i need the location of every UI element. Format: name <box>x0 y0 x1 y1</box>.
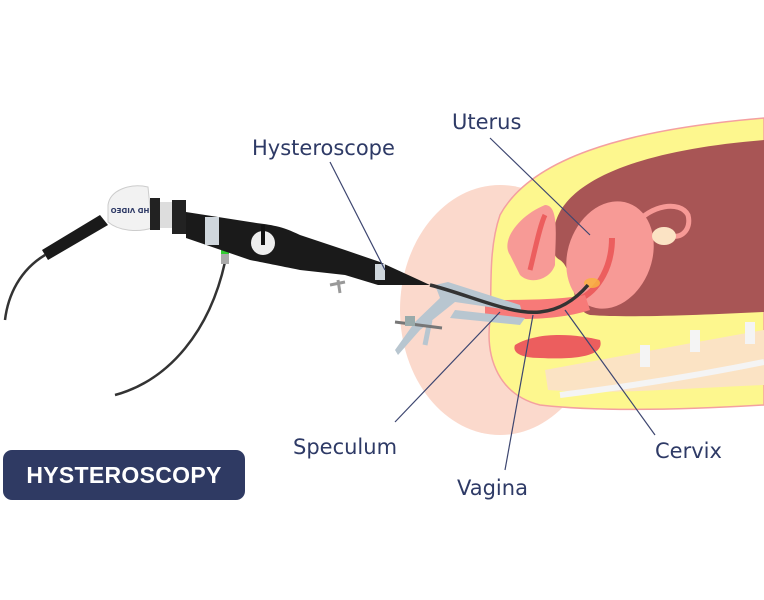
vertebra <box>745 322 755 344</box>
scope-shaft <box>429 283 590 315</box>
hysteroscope <box>186 212 430 285</box>
camera-label: HD VIDEO <box>111 206 150 214</box>
fallopian-tube <box>633 203 692 239</box>
rectum <box>514 335 601 359</box>
vertebra <box>640 345 650 367</box>
label-vagina: Vagina <box>457 476 528 500</box>
vertebra <box>690 330 700 352</box>
speculum-instrument <box>394 282 525 355</box>
light-connector <box>221 250 229 264</box>
bladder-lumen <box>527 213 548 271</box>
bowel-highlight <box>559 359 764 398</box>
label-speculum: Speculum <box>293 435 398 459</box>
label-uterus: Uterus <box>452 110 522 134</box>
scope-ring <box>375 264 385 280</box>
light-cable <box>114 261 227 397</box>
scope-ring <box>205 217 219 245</box>
vagina <box>485 295 590 320</box>
bowel <box>545 330 764 392</box>
camera-cable <box>3 253 46 321</box>
camera-cable-sleeve <box>42 215 108 260</box>
label-hysteroscope: Hysteroscope <box>252 136 395 160</box>
label-cervix: Cervix <box>655 439 722 463</box>
ovary <box>652 227 676 245</box>
leader-lines <box>329 137 656 471</box>
title-badge: HYSTEROSCOPY <box>3 450 245 500</box>
